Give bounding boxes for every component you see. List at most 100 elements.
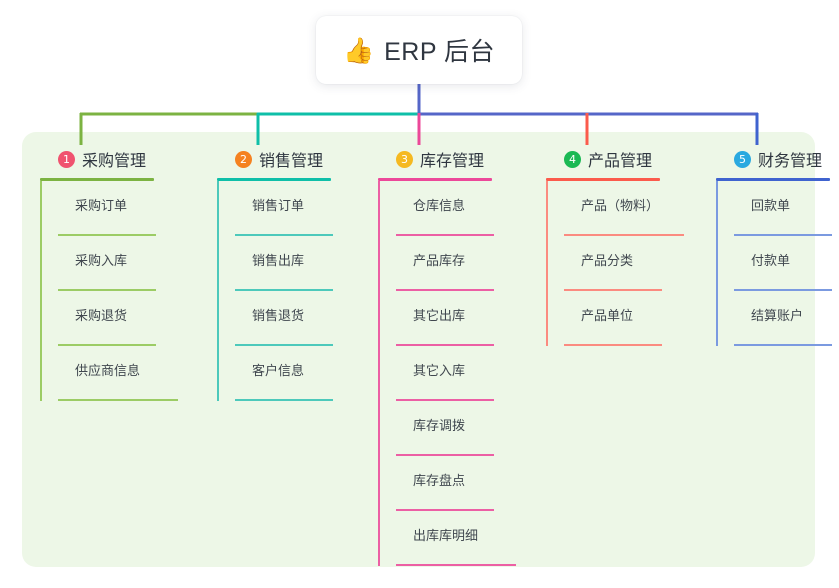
leaf-item-underline <box>58 344 156 346</box>
leaf-item-label: 仓库信息 <box>413 198 466 213</box>
leaf-item[interactable]: 销售订单 <box>235 181 367 236</box>
category-title: 采购管理 <box>82 153 147 170</box>
category-header-3[interactable]: 3 库存管理 <box>378 146 528 172</box>
diagram-panel <box>22 132 815 567</box>
leaf-item[interactable]: 产品单位 <box>564 291 696 346</box>
leaf-item-underline <box>235 344 333 346</box>
leaf-item-underline <box>396 564 516 566</box>
leaf-item[interactable]: 其它入库 <box>396 346 528 401</box>
leaf-item-underline <box>235 234 333 236</box>
leaf-item-label: 产品库存 <box>413 253 466 268</box>
leaf-item-label: 采购退货 <box>75 308 128 323</box>
leaf-item-label: 采购订单 <box>75 198 128 213</box>
category-items: 采购订单采购入库采购退货供应商信息 <box>40 181 190 401</box>
category-column-3: 3 库存管理仓库信息产品库存其它出库其它入库库存调拨库存盘点出库库明细 <box>378 146 528 566</box>
items-spine <box>217 181 219 401</box>
leaf-item-underline <box>235 399 333 401</box>
leaf-item[interactable]: 采购订单 <box>58 181 190 236</box>
leaf-item-underline <box>396 344 494 346</box>
leaf-item-underline <box>396 399 494 401</box>
leaf-item-label: 产品单位 <box>581 308 634 323</box>
category-number-badge: 4 <box>564 150 581 168</box>
leaf-item[interactable]: 出库库明细 <box>396 511 528 566</box>
leaf-item-label: 其它入库 <box>413 363 466 378</box>
leaf-item[interactable]: 采购退货 <box>58 291 190 346</box>
category-column-2: 2 销售管理销售订单销售出库销售退货客户信息 <box>217 146 367 401</box>
leaf-item-label: 库存调拨 <box>413 418 466 433</box>
category-underline <box>217 178 331 181</box>
thumbs-up-icon: 👍 <box>342 35 375 65</box>
leaf-item[interactable]: 其它出库 <box>396 291 528 346</box>
items-spine <box>546 181 548 346</box>
leaf-item-label: 出库库明细 <box>413 528 479 543</box>
category-items: 产品（物料） 产品分类产品单位 <box>546 181 696 346</box>
category-header-5[interactable]: 5 财务管理 <box>716 146 839 172</box>
leaf-item[interactable]: 库存调拨 <box>396 401 528 456</box>
category-underline <box>40 178 154 181</box>
category-underline <box>716 178 830 181</box>
leaf-item-label: 采购入库 <box>75 253 128 268</box>
leaf-item-underline <box>396 509 494 511</box>
category-column-5: 5 财务管理回款单付款单结算账户 <box>716 146 839 346</box>
leaf-item-label: 库存盘点 <box>413 473 466 488</box>
leaf-item-label: 客户信息 <box>252 363 305 378</box>
leaf-item-label: 产品分类 <box>581 253 634 268</box>
category-header-1[interactable]: 1 采购管理 <box>40 146 190 172</box>
leaf-item[interactable]: 采购入库 <box>58 236 190 291</box>
root-node-title: ERP 后台 <box>384 38 496 66</box>
leaf-item-label: 其它出库 <box>413 308 466 323</box>
leaf-item-label: 销售订单 <box>252 198 305 213</box>
items-spine <box>716 181 718 346</box>
root-node-card[interactable]: 👍 ERP 后台 <box>316 16 522 84</box>
category-title: 库存管理 <box>420 153 485 170</box>
leaf-item[interactable]: 产品库存 <box>396 236 528 291</box>
leaf-item-underline <box>564 289 662 291</box>
leaf-item-label: 付款单 <box>751 253 791 268</box>
leaf-item-label: 销售出库 <box>252 253 305 268</box>
leaf-item[interactable]: 回款单 <box>734 181 839 236</box>
leaf-item[interactable]: 供应商信息 <box>58 346 190 401</box>
leaf-item-underline <box>396 454 494 456</box>
leaf-item[interactable]: 产品分类 <box>564 236 696 291</box>
items-spine <box>378 181 380 566</box>
category-title: 产品管理 <box>588 153 653 170</box>
leaf-item-label: 产品（物料） <box>581 198 660 213</box>
leaf-item[interactable]: 产品（物料） <box>564 181 696 236</box>
leaf-item[interactable]: 客户信息 <box>235 346 367 401</box>
leaf-item-underline <box>564 344 662 346</box>
category-number-badge: 2 <box>235 150 252 168</box>
items-spine <box>40 181 42 401</box>
leaf-item-underline <box>396 289 494 291</box>
category-underline <box>546 178 660 181</box>
category-title: 销售管理 <box>259 153 324 170</box>
leaf-item[interactable]: 付款单 <box>734 236 839 291</box>
leaf-item-underline <box>734 289 832 291</box>
leaf-item-underline <box>58 234 156 236</box>
category-title: 财务管理 <box>758 153 823 170</box>
leaf-item[interactable]: 结算账户 <box>734 291 839 346</box>
leaf-item-underline <box>235 289 333 291</box>
category-header-2[interactable]: 2 销售管理 <box>217 146 367 172</box>
leaf-item-underline <box>564 234 684 236</box>
leaf-item[interactable]: 库存盘点 <box>396 456 528 511</box>
leaf-item[interactable]: 仓库信息 <box>396 181 528 236</box>
leaf-item-label: 销售退货 <box>252 308 305 323</box>
leaf-item-label: 回款单 <box>751 198 791 213</box>
leaf-item-underline <box>396 234 494 236</box>
category-number-badge: 5 <box>734 150 751 168</box>
leaf-item-underline <box>734 234 832 236</box>
category-column-1: 1 采购管理采购订单采购入库采购退货供应商信息 <box>40 146 190 401</box>
category-number-badge: 1 <box>58 150 75 168</box>
leaf-item[interactable]: 销售退货 <box>235 291 367 346</box>
category-number-badge: 3 <box>396 150 413 168</box>
category-header-4[interactable]: 4 产品管理 <box>546 146 696 172</box>
leaf-item-underline <box>58 399 178 401</box>
leaf-item-label: 供应商信息 <box>75 363 141 378</box>
leaf-item-underline <box>734 344 832 346</box>
leaf-item[interactable]: 销售出库 <box>235 236 367 291</box>
leaf-item-label: 结算账户 <box>751 308 804 323</box>
category-underline <box>378 178 492 181</box>
leaf-item-underline <box>58 289 156 291</box>
category-column-4: 4 产品管理产品（物料） 产品分类产品单位 <box>546 146 696 346</box>
category-items: 回款单付款单结算账户 <box>716 181 839 346</box>
